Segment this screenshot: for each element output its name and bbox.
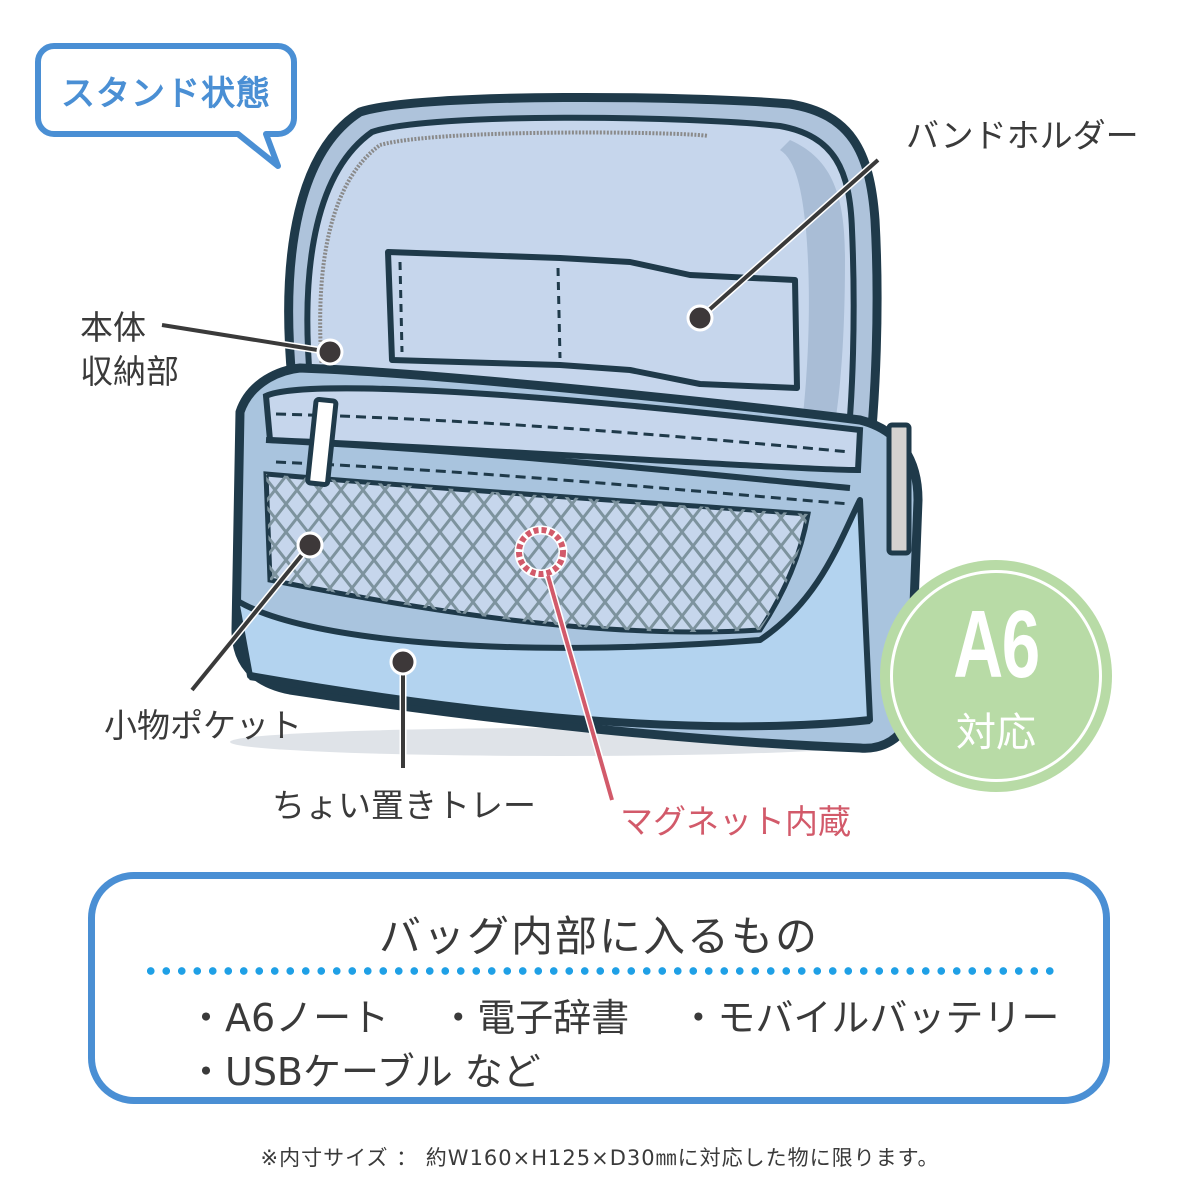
contents-row-1: ・A6ノート ・電子辞書 ・モバイルバッテリー: [187, 987, 1097, 1042]
callout-main-storage-line2: 収納部: [80, 352, 179, 391]
callout-band-holder: バンドホルダー: [906, 116, 1139, 155]
callout-magnet: マグネット内蔵: [620, 802, 851, 841]
callout-tray: ちょい置きトレー: [272, 786, 536, 825]
pencase-illustration: [161, 92, 923, 801]
callout-main-storage-line1: 本体: [80, 308, 146, 347]
a6-compatible-badge: A6 対応: [880, 560, 1112, 792]
content-item-e-dictionary: ・電子辞書: [439, 996, 630, 1040]
badge-size-text: A6: [953, 591, 1040, 698]
dotted-divider: [143, 967, 1055, 975]
contents-row-2: ・USBケーブル など: [187, 1041, 579, 1096]
contents-box-title: バッグ内部に入るもの: [378, 912, 819, 961]
inner-size-footnote: ※内寸サイズ ： 約W160×H125×D30㎜に対応した物に限ります。: [260, 1146, 940, 1170]
callout-small-pocket: 小物ポケット: [104, 706, 302, 745]
badge-ring: [890, 570, 1102, 782]
content-item-usb-cable: ・USBケーブル など: [187, 1050, 541, 1094]
speech-bubble-shape: [35, 43, 297, 169]
content-item-mobile-battery: ・モバイルバッテリー: [679, 996, 1060, 1040]
speech-bubble-text: スタンド状態: [61, 73, 271, 114]
badge-compatible-text: 対応: [956, 710, 1036, 756]
content-item-a6-note: ・A6ノート: [187, 996, 390, 1040]
contents-box: バッグ内部に入るもの ・A6ノート ・電子辞書 ・モバイルバッテリー ・USBケ…: [88, 872, 1110, 1104]
speech-bubble: スタンド状態: [34, 42, 298, 169]
